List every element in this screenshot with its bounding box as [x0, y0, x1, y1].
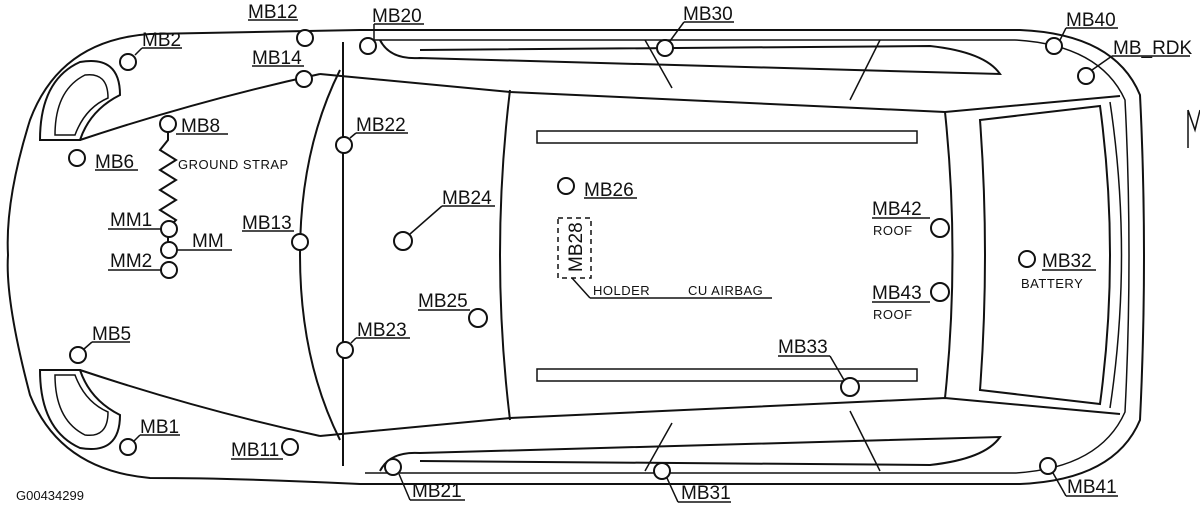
- label-mb40: MB40: [1066, 10, 1116, 31]
- label-mb22: MB22: [356, 115, 406, 136]
- ground-point-mm2: [160, 261, 178, 279]
- ground-point-mb42: [930, 218, 950, 238]
- label-mb11: MB11: [231, 440, 279, 461]
- label-mb5: MB5: [92, 324, 131, 345]
- label-mb30: MB30: [683, 4, 733, 25]
- ground-point-mb32: [1018, 250, 1036, 268]
- ground-point-mb33: [840, 377, 860, 397]
- label-mb43: MB43: [872, 283, 922, 304]
- label-mb23: MB23: [357, 320, 407, 341]
- label-mb13: MB13: [242, 213, 292, 234]
- mb28-holder-box: [557, 217, 592, 279]
- ground-point-mb21: [384, 458, 402, 476]
- label-mb20: MB20: [372, 6, 422, 27]
- figure-id: G00434299: [16, 488, 84, 503]
- ground-point-mb23: [336, 341, 354, 359]
- ground-point-mb31: [653, 462, 671, 480]
- ground-point-mb6: [68, 149, 86, 167]
- label-mb6: MB6: [95, 152, 134, 173]
- label-holder: HOLDER: [593, 283, 650, 298]
- ground-point-mb24: [393, 231, 413, 251]
- label-mb-rdk: MB_RDK: [1113, 38, 1193, 59]
- label-mm2: MM2: [110, 251, 152, 272]
- label-mb21: MB21: [412, 481, 462, 502]
- ground-strap: GROUND STRAP: [158, 132, 289, 248]
- ground-point-mb5: [69, 346, 87, 364]
- label-mb42: MB42: [872, 199, 922, 220]
- label-mb41: MB41: [1067, 477, 1117, 498]
- ground-point-mb30: [656, 39, 674, 57]
- ground-points: MB12 MB2 MB14 MB20 MB30 MB40 MB_RDK: [68, 2, 1193, 504]
- ground-point-mb14: [295, 70, 313, 88]
- ground-strap-label: GROUND STRAP: [178, 157, 289, 172]
- ground-point-mb8: [159, 115, 177, 133]
- ground-point-mb2: [119, 53, 137, 71]
- ground-point-mb26: [557, 177, 575, 195]
- label-mb12: MB12: [248, 2, 298, 23]
- label-mb24: MB24: [442, 188, 492, 209]
- ground-point-mb-rdk: [1077, 67, 1095, 85]
- ground-point-mb12: [296, 29, 314, 47]
- sublabel-mb43-roof: ROOF: [873, 307, 913, 322]
- ground-point-mb20: [359, 37, 377, 55]
- ground-point-mb11: [281, 438, 299, 456]
- ground-point-mb22: [335, 136, 353, 154]
- ground-point-mb43: [930, 282, 950, 302]
- ground-point-mm: [160, 241, 178, 259]
- ground-point-mb13: [291, 233, 309, 251]
- label-mb33: MB33: [778, 337, 828, 358]
- ground-point-mb1: [119, 438, 137, 456]
- ground-point-mb41: [1039, 457, 1057, 475]
- sublabel-mb32-battery: BATTERY: [1021, 276, 1083, 291]
- ground-point-mm1: [160, 220, 178, 238]
- ground-point-mb25: [468, 308, 488, 328]
- label-mb1: MB1: [140, 417, 179, 438]
- label-mb8: MB8: [181, 116, 220, 137]
- label-mb28: MB28: [566, 222, 587, 272]
- ground-point-mb40: [1045, 37, 1063, 55]
- sublabel-mb42-roof: ROOF: [873, 223, 913, 238]
- label-mb26: MB26: [584, 180, 634, 201]
- vehicle-outline: [6, 29, 1200, 485]
- label-mm1: MM1: [110, 210, 152, 231]
- label-mb32: MB32: [1042, 251, 1092, 272]
- label-mb31: MB31: [681, 483, 731, 504]
- label-mb14: MB14: [252, 48, 302, 69]
- label-mb25: MB25: [418, 291, 468, 312]
- label-mb2: MB2: [142, 30, 181, 51]
- label-mm: MM: [192, 231, 224, 252]
- label-cu-airbag: CU AIRBAG: [688, 283, 763, 298]
